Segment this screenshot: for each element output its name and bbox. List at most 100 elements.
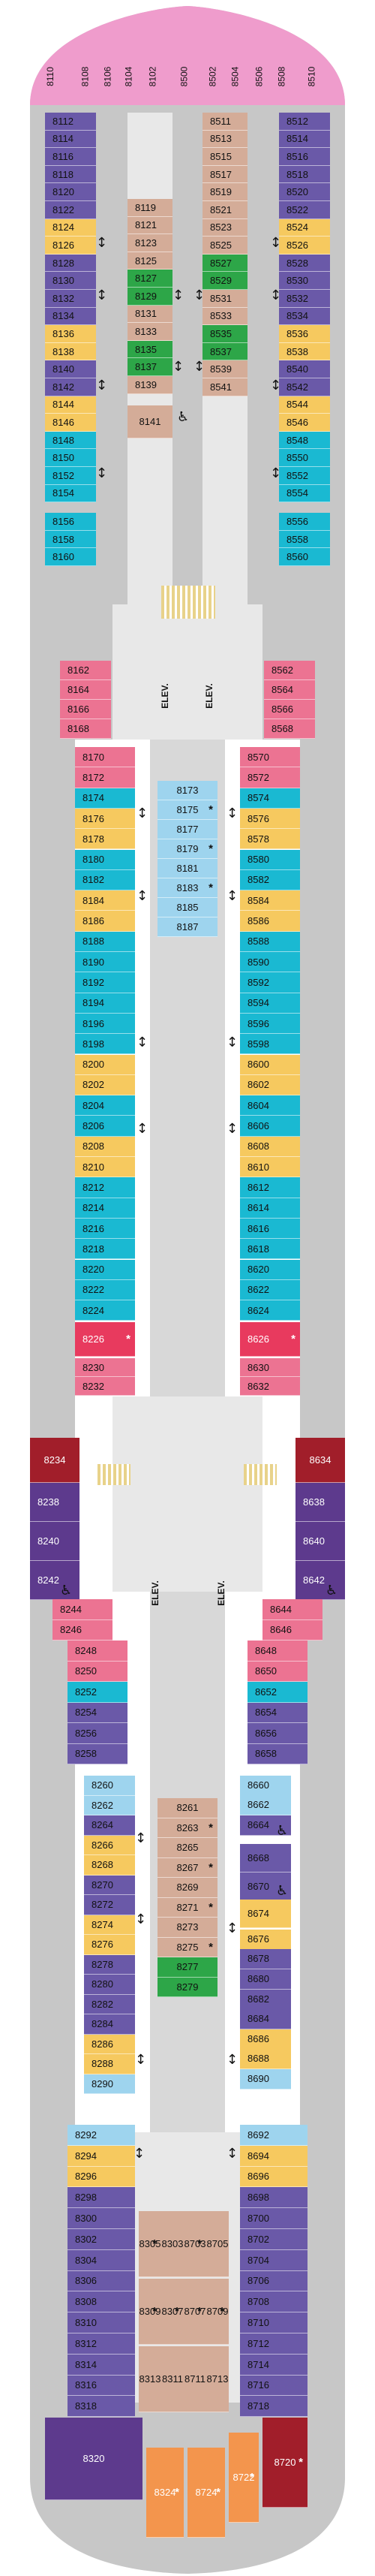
cabin-8650[interactable]: 8650 [248, 1661, 308, 1682]
cabin-8518[interactable]: 8518 [279, 165, 330, 184]
cabin-8192[interactable]: 8192 [75, 972, 135, 993]
cabin-8179[interactable]: 8179* [158, 839, 218, 859]
cabin-8538[interactable]: 8538 [279, 342, 330, 361]
cabin-8554[interactable]: 8554 [279, 484, 330, 503]
cabin-8584[interactable]: 8584 [240, 890, 300, 911]
cabin-8546[interactable]: 8546 [279, 414, 330, 432]
cabin-8173[interactable]: 8173 [158, 781, 218, 800]
cabin-8181[interactable]: 8181 [158, 859, 218, 878]
cabin-8226[interactable]: 8226* [75, 1322, 135, 1357]
cabin-8588[interactable]: 8588 [240, 931, 300, 952]
cabin-8154[interactable]: 8154 [45, 484, 96, 503]
cabin-8626[interactable]: 8626* [240, 1322, 300, 1357]
cabin-8648[interactable]: 8648 [248, 1641, 308, 1662]
cabin-8658[interactable]: 8658 [248, 1743, 308, 1764]
cabin-8630[interactable]: 8630 [240, 1358, 300, 1377]
cabin-8513[interactable]: 8513 [202, 130, 248, 149]
cabin-8298[interactable]: 8298 [68, 2187, 135, 2209]
cabin-8212[interactable]: 8212 [75, 1177, 135, 1198]
cabin-8706[interactable]: 8706 [240, 2270, 308, 2292]
cabin-8156[interactable]: 8156 [45, 513, 96, 531]
cabin-8114[interactable]: 8114 [45, 130, 96, 149]
cabin-8604[interactable]: 8604 [240, 1095, 300, 1116]
cabin-8724[interactable]: 8724* [188, 2448, 225, 2538]
cabin-8660[interactable]: 8660 [240, 1776, 291, 1796]
cabin-8596[interactable]: 8596 [240, 1013, 300, 1035]
cabin-8124[interactable]: 8124 [45, 218, 96, 237]
cabin-8556[interactable]: 8556 [279, 513, 330, 531]
cabin-8304[interactable]: 8304 [68, 2249, 135, 2271]
cabin-8222[interactable]: 8222 [75, 1279, 135, 1301]
cabin-8265[interactable]: 8265 [158, 1838, 218, 1858]
cabin-8535[interactable]: 8535 [202, 325, 248, 343]
bow-cabin[interactable]: 8500 [178, 66, 190, 87]
cabin-8566[interactable]: 8566 [264, 700, 315, 719]
cabin-8280[interactable]: 8280 [84, 1975, 135, 1995]
cabin-8536[interactable]: 8536 [279, 325, 330, 343]
cabin-8606[interactable]: 8606 [240, 1116, 300, 1137]
cabin-8534[interactable]: 8534 [279, 307, 330, 326]
cabin-8610[interactable]: 8610 [240, 1157, 300, 1178]
cabin-8570[interactable]: 8570 [240, 747, 300, 768]
cabin-8300[interactable]: 8300 [68, 2208, 135, 2229]
cabin-8318[interactable]: 8318 [68, 2396, 135, 2418]
cabin-8244[interactable]: 8244 [52, 1599, 112, 1620]
cabin-8622[interactable]: 8622 [240, 1279, 300, 1301]
cabin-8539[interactable]: 8539 [202, 360, 248, 378]
cabin-8642[interactable]: 8642 [296, 1561, 345, 1600]
cabin-8522[interactable]: 8522 [279, 201, 330, 219]
cabin-8308[interactable]: 8308 [68, 2291, 135, 2313]
cabin-8612[interactable]: 8612 [240, 1177, 300, 1198]
cabin-8270[interactable]: 8270 [84, 1875, 135, 1895]
cabin-8198[interactable]: 8198 [75, 1034, 135, 1055]
cabin-8320[interactable]: 8320 [45, 2418, 142, 2500]
cabin-8712[interactable]: 8712 [240, 2333, 308, 2355]
cabin-8261[interactable]: 8261 [158, 1798, 218, 1818]
cabin-8141[interactable]: 8141 [128, 405, 172, 438]
cabin-8135[interactable]: 8135 [128, 340, 172, 359]
cabin-8144[interactable]: 8144 [45, 396, 96, 414]
cabin-8710[interactable]: 8710 [240, 2312, 308, 2333]
cabin-8528[interactable]: 8528 [279, 254, 330, 273]
cabin-8278[interactable]: 8278 [84, 1954, 135, 1975]
cabin-8208[interactable]: 8208 [75, 1136, 135, 1157]
bow-cabin[interactable]: 8108 [80, 66, 91, 87]
cabin-8530[interactable]: 8530 [279, 272, 330, 290]
cabin-8614[interactable]: 8614 [240, 1198, 300, 1219]
cabin-8714[interactable]: 8714 [240, 2354, 308, 2376]
cabin-8282[interactable]: 8282 [84, 1994, 135, 2014]
bow-cabin[interactable]: 8110 [44, 67, 56, 86]
cabin-8175[interactable]: 8175* [158, 800, 218, 820]
cabin-8616[interactable]: 8616 [240, 1218, 300, 1240]
cabin-8572[interactable]: 8572 [240, 767, 300, 788]
cabin-8652[interactable]: 8652 [248, 1682, 308, 1703]
cabin-8276[interactable]: 8276 [84, 1935, 135, 1955]
cabin-8252[interactable]: 8252 [68, 1682, 128, 1703]
cabin-8248[interactable]: 8248 [68, 1641, 128, 1662]
cabin-8702[interactable]: 8702 [240, 2229, 308, 2250]
cabin-8116[interactable]: 8116 [45, 148, 96, 166]
cabin-8177[interactable]: 8177 [158, 820, 218, 839]
cabin-8624[interactable]: 8624 [240, 1300, 300, 1321]
cabin-8704[interactable]: 8704 [240, 2249, 308, 2271]
cabin-8678[interactable]: 8678 [240, 1949, 291, 1969]
cabin-8656[interactable]: 8656 [248, 1723, 308, 1744]
cabin-8664[interactable]: 8664 [240, 1815, 291, 1836]
cabin-8126[interactable]: 8126 [45, 237, 96, 255]
cabin-8580[interactable]: 8580 [240, 849, 300, 870]
cabin-8713[interactable]: 8713 [206, 2346, 229, 2412]
cabin-8274[interactable]: 8274 [84, 1915, 135, 1935]
cabin-8122[interactable]: 8122 [45, 201, 96, 219]
cabin-8170[interactable]: 8170 [75, 747, 135, 768]
cabin-8532[interactable]: 8532 [279, 290, 330, 308]
bow-cabin[interactable]: 8504 [230, 66, 241, 87]
cabin-8552[interactable]: 8552 [279, 467, 330, 485]
cabin-8200[interactable]: 8200 [75, 1054, 135, 1075]
cabin-8180[interactable]: 8180 [75, 849, 135, 870]
cabin-8288[interactable]: 8288 [84, 2054, 135, 2074]
bow-cabin[interactable]: 8510 [306, 66, 317, 87]
cabin-8176[interactable]: 8176 [75, 808, 135, 830]
cabin-8523[interactable]: 8523 [202, 218, 248, 237]
cabin-8178[interactable]: 8178 [75, 829, 135, 850]
cabin-8544[interactable]: 8544 [279, 396, 330, 414]
